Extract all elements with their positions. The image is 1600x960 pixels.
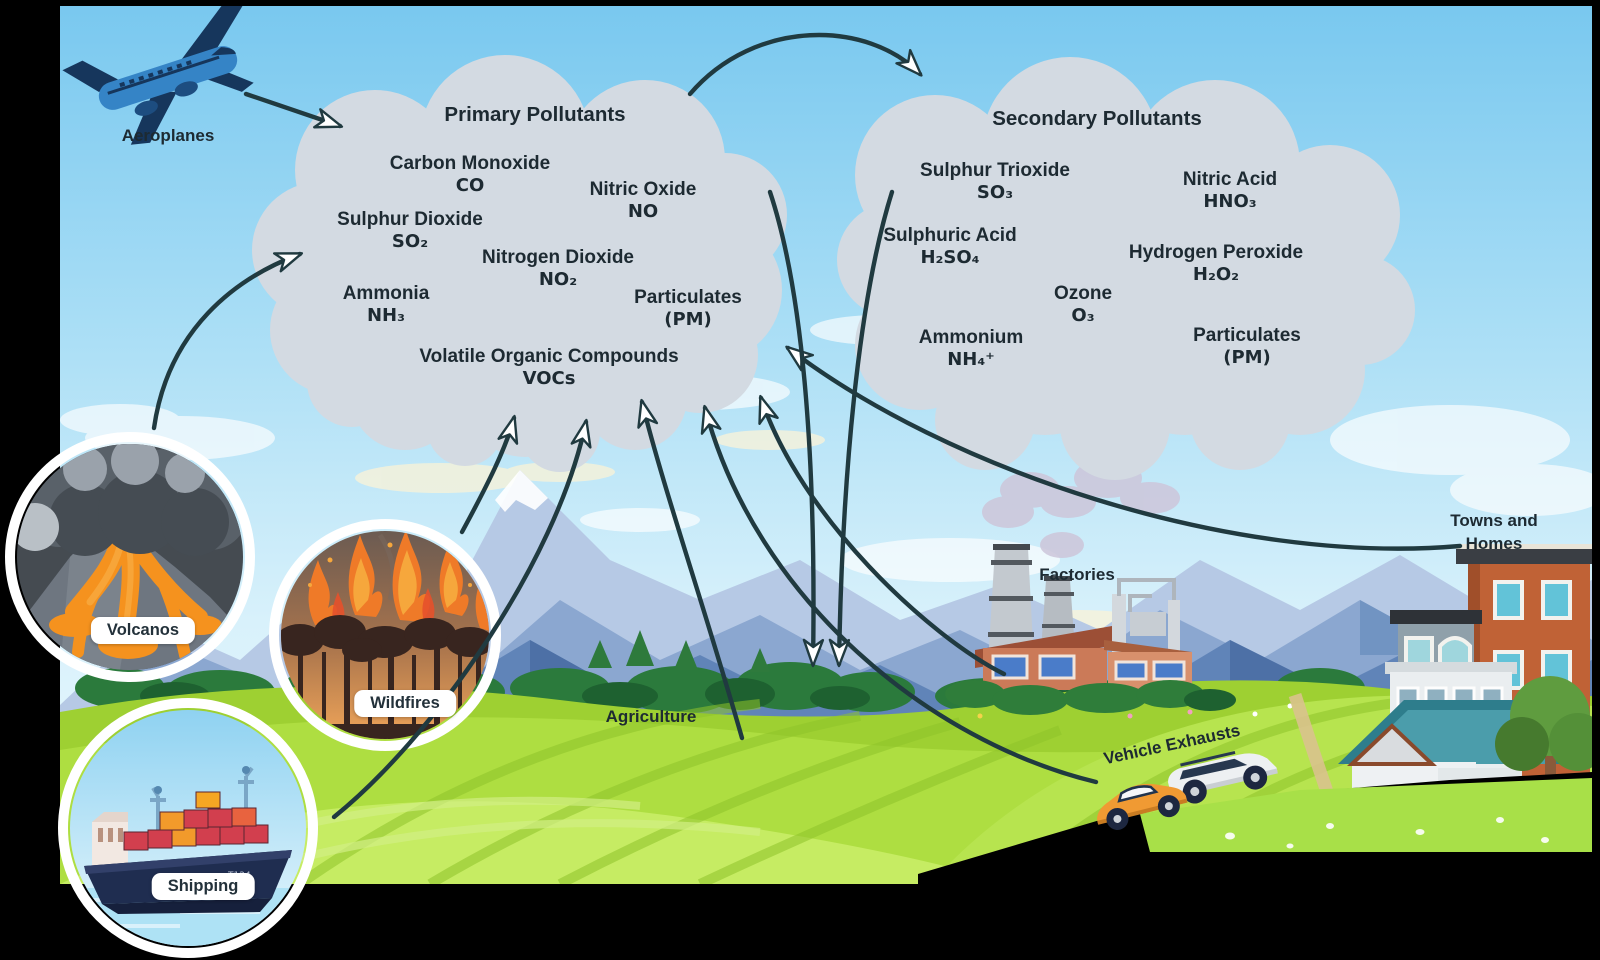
roadside-grass xyxy=(1140,778,1592,852)
arrow-primary-to-secondary xyxy=(687,32,923,97)
secondary-cloud-title: Secondary Pollutants xyxy=(992,107,1202,130)
primary-cloud-title: Primary Pollutants xyxy=(444,103,626,126)
label-aeroplanes: Aeroplanes xyxy=(121,126,215,145)
white-suv-icon xyxy=(1168,751,1278,804)
pollutant-particulates-primary: Particulates (PM) xyxy=(634,287,742,330)
road xyxy=(918,772,1592,884)
factory-bushes xyxy=(945,680,1236,715)
wildfire-icon xyxy=(269,519,501,751)
arrow-wildfires-to-primary xyxy=(459,414,519,535)
pollutant-formula: (PM) xyxy=(1223,347,1271,368)
ship-icon: T124 xyxy=(58,698,318,958)
label-shipping: Shipping xyxy=(151,873,255,900)
pollutant-formula: NO xyxy=(627,201,659,222)
arrow-volcanos-to-primary xyxy=(151,251,304,431)
pollutant-ammonia: Ammonia NH₃ xyxy=(343,283,430,326)
pollutant-formula: NO₂ xyxy=(538,269,578,290)
arrow-vehicles-to-primary xyxy=(700,404,1099,785)
arrow-factories-to-primary xyxy=(758,394,1007,677)
pollutant-particulates-secondary: Particulates (PM) xyxy=(1193,325,1301,368)
aeroplane-icon xyxy=(62,6,254,145)
pollutant-formula: CO xyxy=(455,175,485,196)
volcano-icon xyxy=(5,432,255,682)
pollutant-vocs: Volatile Organic Compounds VOCs xyxy=(419,346,678,389)
pollutant-name: Hydrogen Peroxide xyxy=(1128,242,1304,263)
pollutant-formula: O₃ xyxy=(1071,305,1095,326)
arrow-secondary-to-ground xyxy=(828,189,895,668)
arrow-towns-to-primary xyxy=(785,345,1463,551)
pollutant-name: Sulphur Trioxide xyxy=(920,160,1070,181)
pollutant-sulphur-dioxide: Sulphur Dioxide SO₂ xyxy=(337,209,483,252)
pollutant-name: Nitric Oxide xyxy=(589,179,697,200)
pollutant-name: Ammonium xyxy=(918,327,1024,348)
pollutant-name: Ammonia xyxy=(342,283,430,304)
flames xyxy=(308,531,489,632)
pollutant-nitric-oxide: Nitric Oxide NO xyxy=(590,179,697,222)
pollutant-hydrogen-peroxide: Hydrogen Peroxide H₂O₂ xyxy=(1129,242,1303,285)
pollutant-formula: HNO₃ xyxy=(1203,191,1257,212)
pollutant-formula: SO₃ xyxy=(976,182,1014,203)
cars-icon xyxy=(1097,751,1278,830)
pollutant-name: Particulates xyxy=(1193,325,1301,346)
label-towns-and-homes: Towns and Homes xyxy=(1450,509,1538,555)
label-wildfires: Wildfires xyxy=(354,690,456,717)
orange-car-icon xyxy=(1097,783,1188,830)
label-towns-line2: Homes xyxy=(1465,534,1523,553)
pollutant-sulphuric-acid: Sulphuric Acid H₂SO₄ xyxy=(883,225,1016,268)
pollutant-formula: SO₂ xyxy=(391,231,429,252)
pollutant-formula: NH₃ xyxy=(366,305,406,326)
pollutant-formula: H₂SO₄ xyxy=(920,247,980,268)
pollutant-nitric-acid: Nitric Acid HNO₃ xyxy=(1183,169,1277,212)
pollutant-formula: NH₄⁺ xyxy=(947,349,995,370)
pollutant-nitrogen-dioxide: Nitrogen Dioxide NO₂ xyxy=(482,247,634,290)
secondary-pollutants-cloud xyxy=(837,57,1415,480)
arrow-shipping-to-primary xyxy=(331,418,592,820)
pollutant-formula: H₂O₂ xyxy=(1192,264,1240,285)
pollutant-name: Nitrogen Dioxide xyxy=(481,247,635,268)
pollutant-name: Sulphuric Acid xyxy=(883,225,1017,246)
pollutant-name: Volatile Organic Compounds xyxy=(419,346,679,367)
label-volcanos: Volcanos xyxy=(90,617,196,644)
pollutant-sulphur-trioxide: Sulphur Trioxide SO₃ xyxy=(920,160,1070,203)
pollutant-ozone: Ozone O₃ xyxy=(1054,283,1112,326)
pollutant-ammonium: Ammonium NH₄⁺ xyxy=(919,327,1024,370)
pollutant-name: Carbon Monoxide xyxy=(389,153,551,174)
primary-pollutants-cloud xyxy=(252,55,787,472)
label-factories: Factories xyxy=(1039,565,1115,584)
pollutant-carbon-monoxide: Carbon Monoxide CO xyxy=(390,153,550,196)
arrows-layer xyxy=(151,32,1463,820)
label-agriculture: Agriculture xyxy=(605,707,697,726)
arrow-aeroplanes-to-primary xyxy=(243,91,344,129)
arrow-agriculture-to-primary xyxy=(637,398,745,741)
pollutant-name: Particulates xyxy=(634,287,742,308)
pollutant-name: Ozone xyxy=(1053,283,1113,304)
label-towns-line1: Towns and xyxy=(1450,511,1538,530)
factory-icon xyxy=(945,458,1236,715)
arrow-primary-to-ground xyxy=(767,189,825,668)
pollutant-formula: VOCs xyxy=(522,368,576,389)
pollutant-name: Nitric Acid xyxy=(1182,169,1278,190)
grass-flowers xyxy=(1225,817,1549,849)
pollutant-name: Sulphur Dioxide xyxy=(337,209,483,230)
pollutant-formula: (PM) xyxy=(664,309,712,330)
